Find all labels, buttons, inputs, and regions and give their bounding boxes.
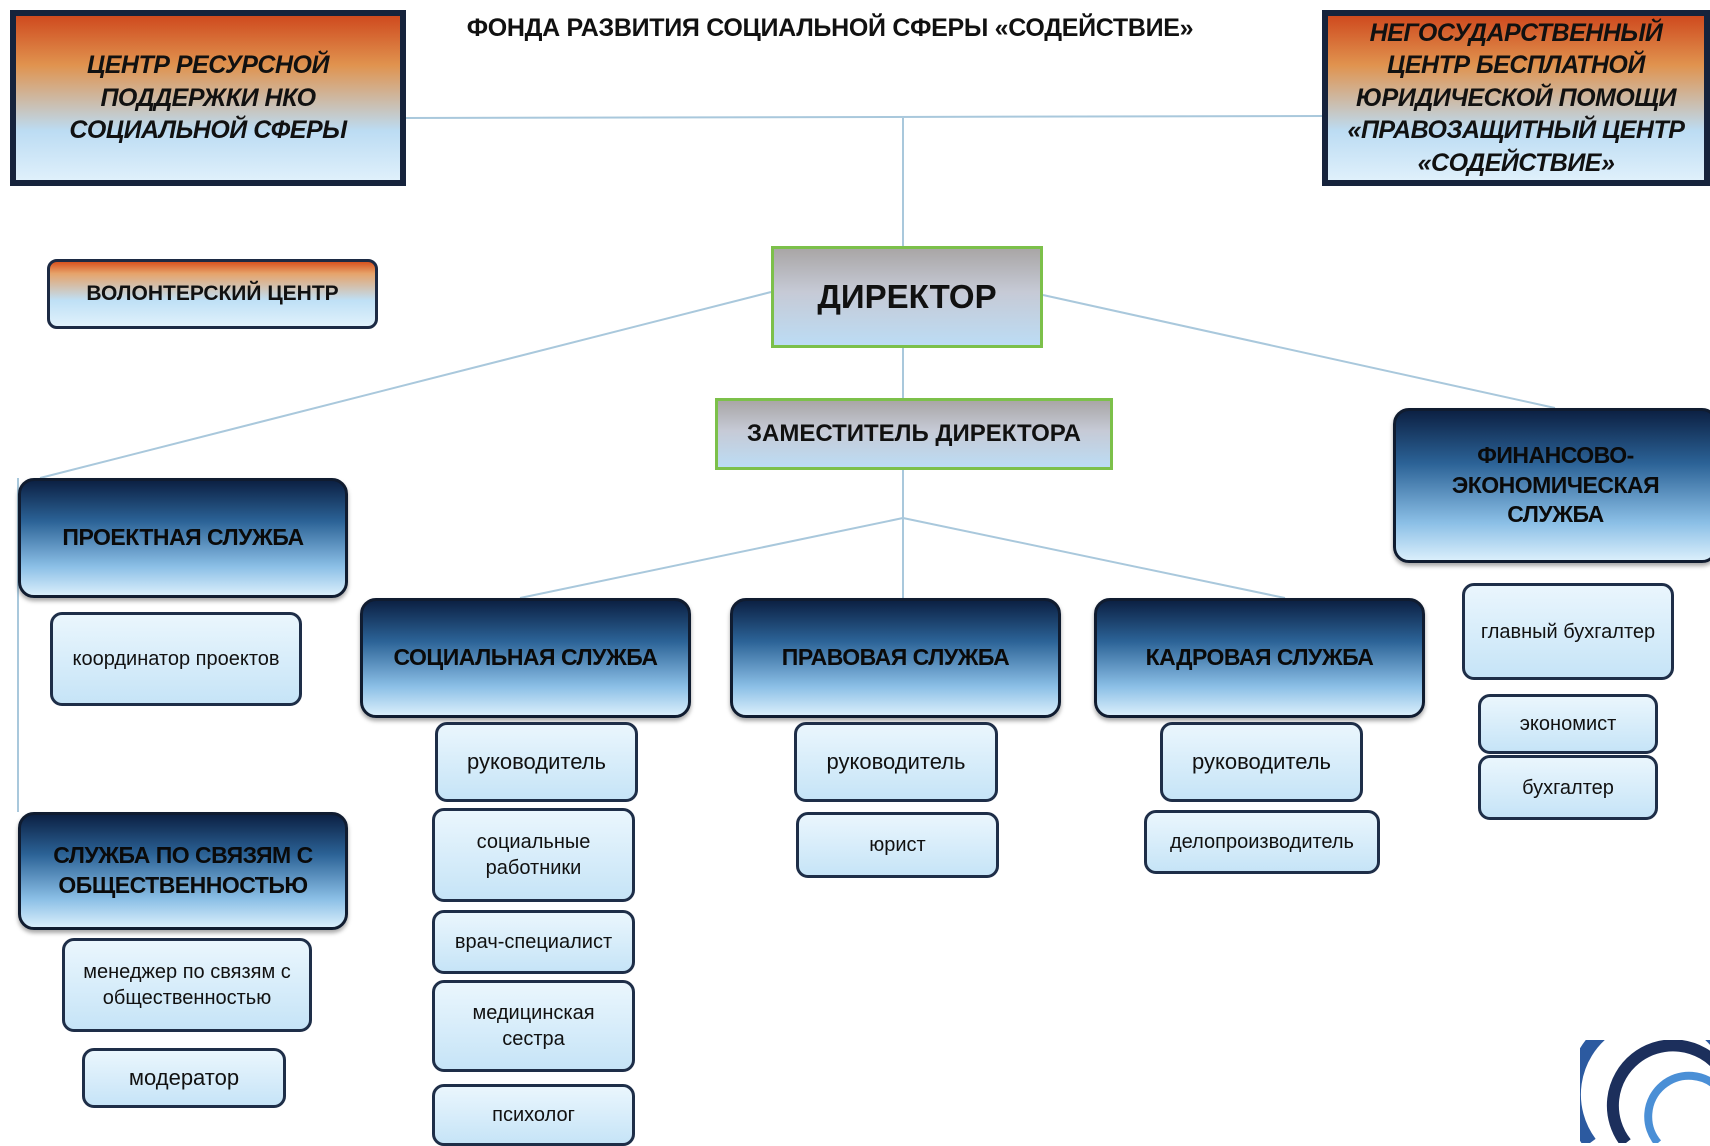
legal-aid-center-label: НЕГОСУДАРСТВЕННЫЙ ЦЕНТР БЕСПЛАТНОЙ ЮРИДИ…: [1347, 18, 1685, 177]
pr-service-box: СЛУЖБА ПО СВЯЗЯМ С ОБЩЕСТВЕННОСТЬЮ: [18, 812, 348, 930]
finance-service-label: ФИНАНСОВО-ЭКОНОМИЧЕСКАЯ СЛУЖБА: [1451, 441, 1660, 528]
legal-service-label: ПРАВОВАЯ СЛУЖБА: [781, 644, 1010, 671]
project-service-label: ПРОЕКТНАЯ СЛУЖБА: [62, 524, 304, 551]
top-connector-line: [401, 115, 1326, 119]
hr-service-box: КАДРОВАЯ СЛУЖБА: [1094, 598, 1425, 718]
deputy-director-label: ЗАМЕСТИТЕЛЬ ДИРЕКТОРА: [746, 420, 1081, 448]
hr-service-label: КАДРОВАЯ СЛУЖБА: [1145, 644, 1374, 671]
role-social-workers: социальные работники: [432, 808, 635, 902]
role-economist: экономист: [1478, 694, 1658, 754]
role-hr-head: руководитель: [1160, 722, 1363, 802]
role-lawyer: юрист: [796, 812, 999, 878]
deputy-to-social-line: [519, 517, 904, 599]
director-to-project-line: [39, 291, 772, 479]
project-service-box: ПРОЕКТНАЯ СЛУЖБА: [18, 478, 348, 598]
volunteer-center-label: ВОЛОНТЕРСКИЙ ЦЕНТР: [86, 282, 339, 306]
role-project-coordinator: координатор проектов: [50, 612, 302, 706]
social-service-label: СОЦИАЛЬНАЯ СЛУЖБА: [393, 644, 659, 671]
finance-service-box: ФИНАНСОВО-ЭКОНОМИЧЕСКАЯ СЛУЖБА: [1393, 408, 1710, 563]
role-clerk: делопроизводитель: [1144, 810, 1380, 874]
role-nurse: медицинская сестра: [432, 980, 635, 1072]
pr-service-label: СЛУЖБА ПО СВЯЗЯМ С ОБЩЕСТВЕННОСТЬЮ: [53, 842, 313, 898]
role-chief-accountant: главный бухгалтер: [1462, 583, 1674, 680]
deputy-to-hr-line: [902, 517, 1286, 599]
legal-service-box: ПРАВОВАЯ СЛУЖБА: [730, 598, 1061, 718]
role-doctor-specialist: врач-специалист: [432, 910, 635, 974]
volunteer-center-box: ВОЛОНТЕРСКИЙ ЦЕНТР: [47, 259, 378, 329]
role-legal-head: руководитель: [794, 722, 998, 802]
role-accountant: бухгалтер: [1478, 755, 1658, 820]
legal-aid-center-box: НЕГОСУДАРСТВЕННЫЙ ЦЕНТР БЕСПЛАТНОЙ ЮРИДИ…: [1322, 10, 1710, 186]
deputy-director-box: ЗАМЕСТИТЕЛЬ ДИРЕКТОРА: [715, 398, 1113, 470]
role-moderator: модератор: [82, 1048, 286, 1108]
logo-icon: [1580, 1040, 1710, 1143]
director-label: ДИРЕКТОР: [817, 277, 997, 315]
page-title: ФОНДА РАЗВИТИЯ СОЦИАЛЬНОЙ СФЕРЫ «СОДЕЙСТ…: [466, 14, 1194, 42]
role-psychologist: психолог: [432, 1084, 635, 1146]
social-service-box: СОЦИАЛЬНАЯ СЛУЖБА: [360, 598, 691, 718]
role-pr-manager: менеджер по связям с общественностью: [62, 938, 312, 1032]
resource-center-box: ЦЕНТР РЕСУРСНОЙ ПОДДЕРЖКИ НКО СОЦИАЛЬНОЙ…: [10, 10, 406, 186]
role-social-head: руководитель: [435, 722, 638, 802]
director-box: ДИРЕКТОР: [771, 246, 1043, 348]
director-to-finance-line: [1042, 294, 1556, 409]
resource-center-label: ЦЕНТР РЕСУРСНОЙ ПОДДЕРЖКИ НКО СОЦИАЛЬНОЙ…: [69, 51, 347, 145]
